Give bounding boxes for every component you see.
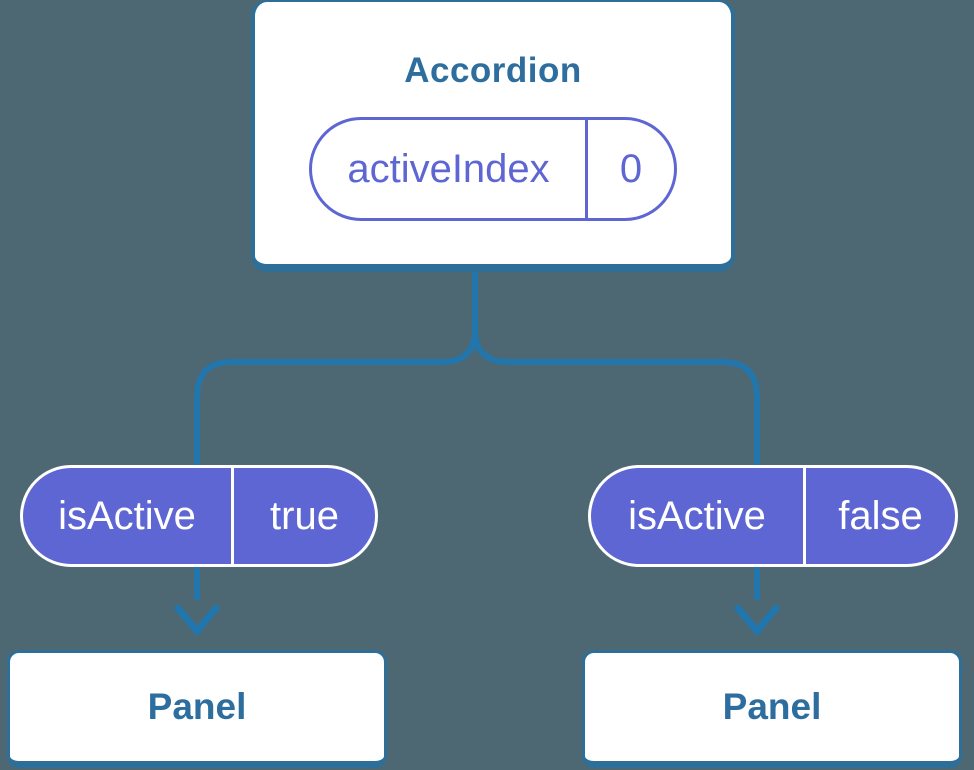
prop-value: false	[838, 493, 923, 538]
prop-value: true	[270, 493, 339, 538]
panel-card-left: Panel	[7, 650, 387, 768]
prop-name: isActive	[58, 493, 196, 538]
prop-pill-divider	[231, 468, 234, 564]
prop-pill-left: isActive true	[20, 465, 378, 567]
state-name: activeIndex	[347, 146, 550, 191]
accordion-component-card: Accordion activeIndex 0	[251, 0, 735, 272]
prop-pill-right: isActive false	[588, 465, 958, 567]
panel-card-right: Panel	[582, 650, 962, 768]
state-pill-divider	[585, 120, 588, 218]
prop-pill-divider	[803, 468, 806, 564]
arrow-down-right-icon	[733, 603, 781, 637]
state-pill: activeIndex 0	[309, 117, 677, 221]
prop-name: isActive	[628, 493, 766, 538]
panel-label: Panel	[722, 686, 822, 727]
arrow-down-left-icon	[173, 603, 221, 637]
panel-label: Panel	[147, 686, 247, 727]
accordion-title: Accordion	[404, 51, 582, 90]
connector-left-branch	[194, 266, 478, 600]
state-value: 0	[619, 146, 643, 191]
connector-right-branch	[472, 266, 760, 600]
